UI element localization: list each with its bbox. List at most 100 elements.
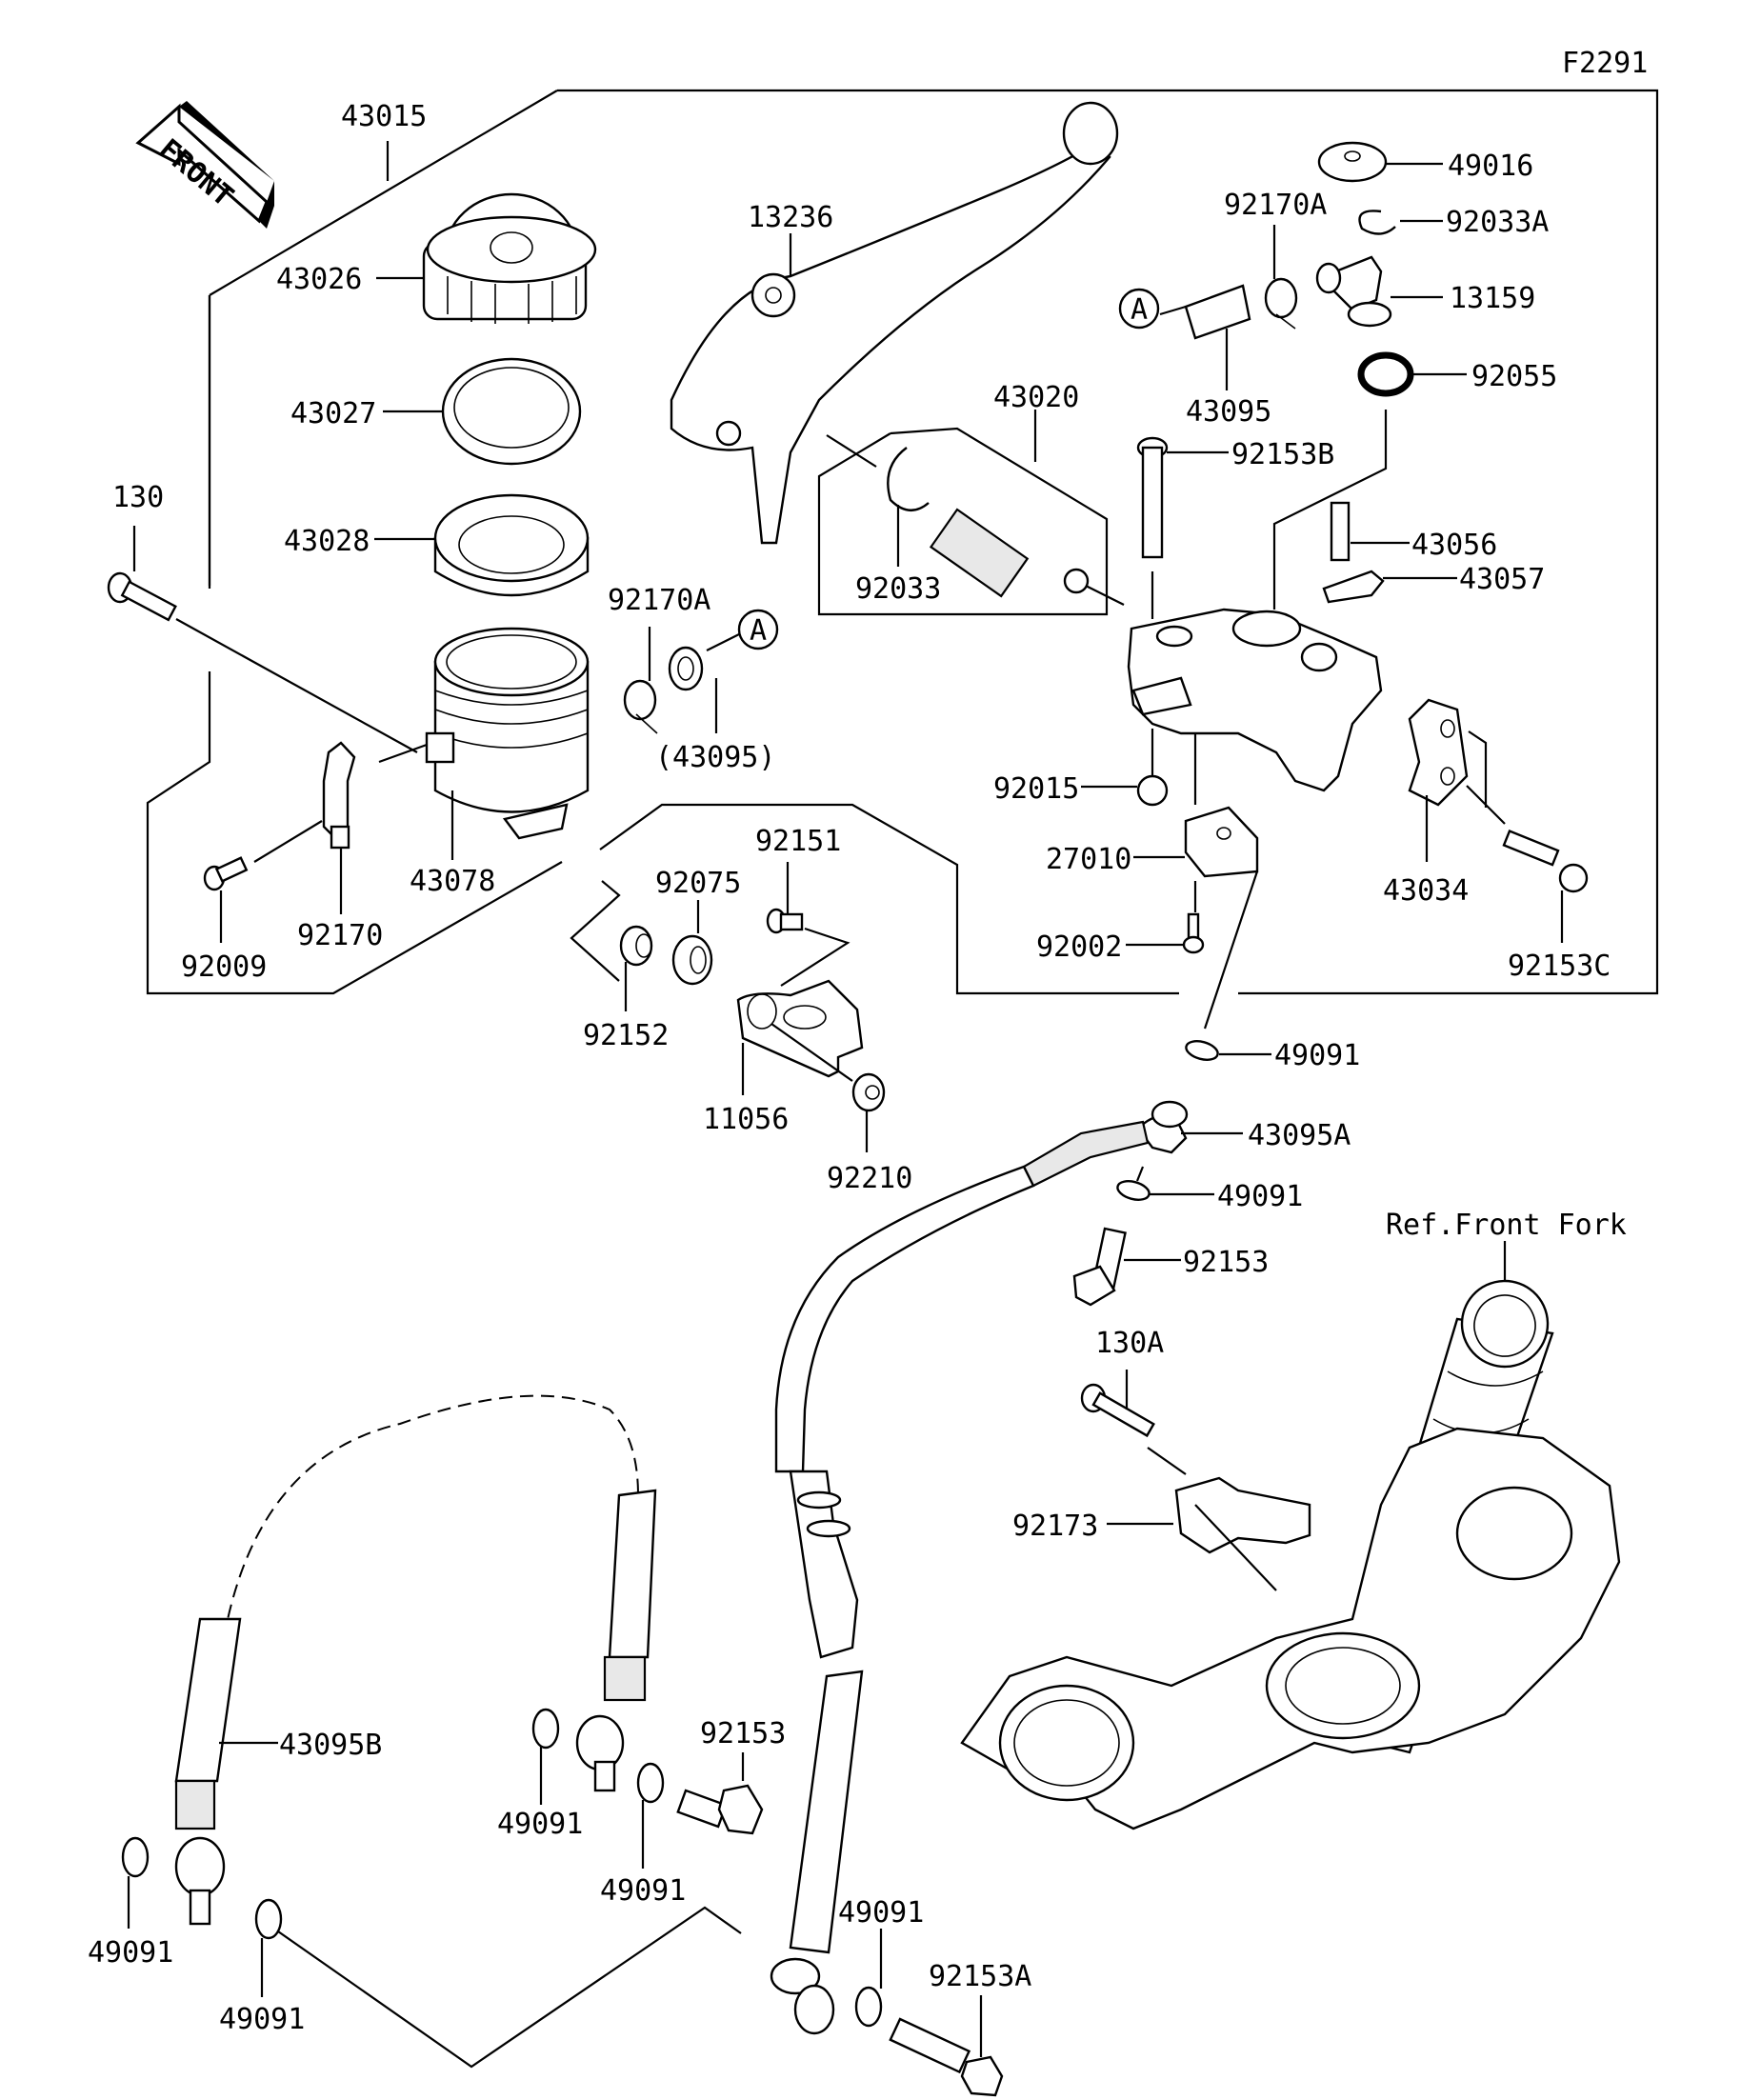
nut-92210 xyxy=(851,1072,886,1112)
label-92170A-left: 92170A xyxy=(608,584,710,617)
svg-text:A: A xyxy=(750,614,767,648)
callout-A-right: A xyxy=(1118,288,1160,330)
leader-92152-link xyxy=(570,880,621,982)
diaphragm xyxy=(433,493,590,597)
label-43095B: 43095B xyxy=(279,1729,382,1762)
bolt-92151 xyxy=(766,908,804,934)
hose-piece-left xyxy=(668,646,704,691)
washer-49091-b xyxy=(1116,1180,1151,1201)
label-92033: 92033 xyxy=(855,572,941,606)
label-43027: 43027 xyxy=(290,397,376,430)
label-43026: 43026 xyxy=(276,263,362,296)
leader-callout-A-left xyxy=(706,632,742,651)
label-43020: 43020 xyxy=(993,381,1079,414)
leader-49091-f-link xyxy=(277,1906,742,2069)
leader-92153C-link xyxy=(1466,785,1506,825)
reservoir-tank xyxy=(425,627,590,840)
label-43015: 43015 xyxy=(341,100,427,133)
brake-switch-27010 xyxy=(1184,806,1259,878)
label-49091-a: 49091 xyxy=(1274,1039,1360,1072)
label-92151: 92151 xyxy=(755,825,841,858)
label-92170A-right: 92170A xyxy=(1224,189,1327,222)
bolt-92153C xyxy=(1502,830,1589,893)
label-49091-d: 49091 xyxy=(600,1874,686,1908)
bracket-92170 xyxy=(322,741,356,850)
label-92152: 92152 xyxy=(583,1019,669,1052)
collar-92152 xyxy=(619,925,653,967)
label-92153A: 92153A xyxy=(929,1960,1031,1993)
label-27010: 27010 xyxy=(1046,843,1131,876)
reservoir-cap xyxy=(422,192,597,324)
label-49091-g: 49091 xyxy=(838,1896,924,1930)
label-92002: 92002 xyxy=(1036,930,1122,964)
leader-92009-link xyxy=(253,820,323,863)
label-43028: 43028 xyxy=(284,525,370,558)
callout-A-left: A xyxy=(737,609,779,650)
bleeder-43056 xyxy=(1330,501,1351,562)
leader-lever-link xyxy=(826,434,877,468)
leader-92055-link xyxy=(1272,410,1388,610)
hose-routing-dashed xyxy=(223,1394,639,1639)
label-43056: 43056 xyxy=(1411,529,1497,562)
brake-hose-main xyxy=(774,1100,1189,1473)
cover-92173 xyxy=(1174,1476,1311,1554)
hose-clamp-right xyxy=(1264,277,1298,330)
bolt-130A xyxy=(1080,1383,1155,1438)
leader-130-target xyxy=(175,618,418,753)
label-92210: 92210 xyxy=(827,1162,912,1195)
piston-kit-outline xyxy=(817,427,1109,616)
cap-49016 xyxy=(1317,141,1388,183)
leader-92151-link xyxy=(780,927,850,987)
label-130A: 130A xyxy=(1095,1327,1164,1360)
label-43078: 43078 xyxy=(410,865,495,898)
brake-lever xyxy=(670,101,1119,545)
clamp-43034 xyxy=(1408,698,1469,807)
front-arrow-icon: FRONT xyxy=(135,101,274,229)
leader-43078-link xyxy=(378,743,428,764)
master-cylinder-body xyxy=(1127,608,1383,792)
leader-92173-link xyxy=(1194,1504,1277,1591)
brake-hose-43095B xyxy=(174,1617,242,1926)
banjo-bolt-92153-mid xyxy=(676,1784,764,1835)
label-13159: 13159 xyxy=(1450,282,1535,315)
label-49091-c: 49091 xyxy=(497,1808,583,1841)
pivot-bolt-92153B xyxy=(1136,436,1169,559)
label-43034: 43034 xyxy=(1383,874,1469,908)
washer-49091-f xyxy=(254,1898,283,1940)
brake-hose-right-stub xyxy=(575,1489,657,1792)
label-49091-e: 49091 xyxy=(88,1936,173,1970)
figure-code: F2291 xyxy=(1562,47,1648,80)
circlip-92033 xyxy=(887,447,930,511)
reservoir-hose xyxy=(1184,284,1251,340)
label-43095-paren: (43095) xyxy=(655,741,775,774)
svg-text:A: A xyxy=(1131,293,1148,327)
brake-hose-lower xyxy=(770,1470,864,2035)
label-49091-b: 49091 xyxy=(1217,1180,1303,1213)
label-92153B: 92153B xyxy=(1231,438,1334,471)
leader-hose-top xyxy=(1203,870,1259,1030)
bleeder-cap-43057 xyxy=(1322,570,1385,604)
reference-front-fork: Ref.Front Fork xyxy=(1386,1209,1627,1242)
screw-92002 xyxy=(1182,912,1205,954)
label-92033A: 92033A xyxy=(1446,206,1549,239)
label-92153-top: 92153 xyxy=(1183,1246,1269,1279)
label-92170: 92170 xyxy=(297,919,383,952)
hose-fitting-13159 xyxy=(1315,255,1392,328)
circlip-92033A xyxy=(1358,210,1396,235)
leader-piston-link xyxy=(1085,585,1125,606)
label-43095: 43095 xyxy=(1186,395,1271,429)
triple-clamp xyxy=(960,1427,1621,1830)
hose-clamp-left xyxy=(623,679,658,734)
diaphragm-plate xyxy=(441,357,582,466)
label-11056: 11056 xyxy=(703,1103,789,1136)
label-49091-f: 49091 xyxy=(219,2003,305,2036)
label-92173: 92173 xyxy=(1012,1510,1098,1543)
label-49016: 49016 xyxy=(1448,150,1533,183)
label-13236: 13236 xyxy=(748,201,833,234)
bracket-11056 xyxy=(736,979,864,1078)
oring-92055 xyxy=(1357,351,1414,397)
bolt-130 xyxy=(107,571,177,622)
nut-92015 xyxy=(1136,774,1169,807)
label-92055: 92055 xyxy=(1471,360,1557,393)
